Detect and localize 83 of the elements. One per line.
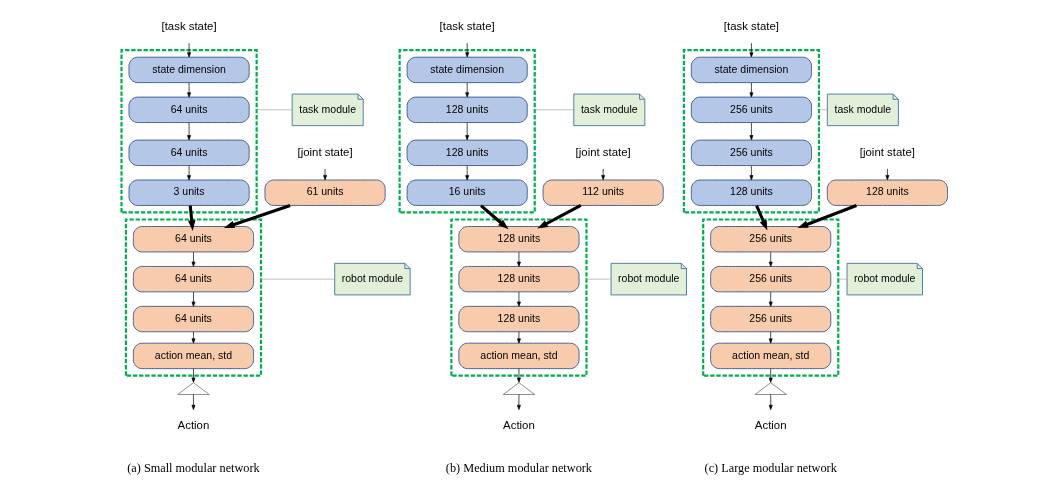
- connector: [585, 278, 611, 280]
- node-text: Action: [502, 418, 535, 431]
- arrow: [464, 42, 469, 58]
- arrow: [749, 122, 753, 141]
- node-text: [task state]: [439, 20, 495, 33]
- node-box: 128 units: [406, 96, 528, 123]
- arrow: [516, 251, 521, 267]
- node-box: 61 units: [264, 179, 386, 206]
- arrow: [768, 291, 773, 307]
- arrow: [464, 122, 469, 141]
- node-text: [task state]: [161, 20, 217, 33]
- arrow: [464, 82, 469, 98]
- arrow: [768, 368, 773, 383]
- node-box: 128 units: [457, 305, 579, 333]
- arrow: [516, 331, 521, 344]
- node-box: 64 units: [132, 305, 254, 333]
- node-text: Action: [177, 418, 209, 431]
- label: (a) Small modular network: [126, 460, 260, 475]
- arrow: [749, 82, 753, 98]
- connector: [837, 278, 847, 280]
- node-box: 128 units: [457, 266, 579, 293]
- node-box: 64 units: [132, 226, 254, 253]
- arrow: [749, 165, 753, 181]
- node-box: action mean, std: [457, 342, 579, 370]
- node-box: action mean, std: [709, 342, 831, 370]
- node-box: 3 units: [128, 179, 250, 206]
- arrow: [768, 251, 773, 267]
- node-box: 64 units: [128, 96, 250, 123]
- node-box: 128 units: [406, 139, 528, 166]
- node-curve: [754, 382, 787, 395]
- node-text: [task state]: [723, 20, 779, 33]
- arrow: [516, 368, 521, 383]
- connector: [255, 109, 292, 111]
- node-text: Action: [754, 418, 787, 431]
- node-box: 256 units: [709, 305, 831, 333]
- label: (b) Medium modular network: [445, 460, 592, 475]
- node-box: 112 units: [542, 179, 664, 206]
- node-text: [joint state]: [575, 145, 631, 158]
- arrow: [191, 331, 195, 344]
- arrow: [516, 394, 521, 410]
- arrow: [885, 168, 889, 181]
- node-box: state dimension: [128, 56, 250, 84]
- arrow: [749, 42, 753, 58]
- arrow: [186, 122, 191, 141]
- node-curve: [176, 382, 210, 395]
- arrow: [223, 204, 291, 229]
- node-box: 16 units: [406, 179, 528, 206]
- arrow: [186, 165, 191, 181]
- node-box: 128 units: [457, 226, 579, 253]
- node-box: 64 units: [132, 266, 254, 293]
- connector: [533, 109, 574, 111]
- node-box: state dimension: [690, 56, 812, 84]
- arrow: [600, 168, 605, 181]
- node-box: action mean, std: [132, 342, 254, 370]
- arrow: [186, 42, 191, 58]
- label: (c) Large modular network: [704, 460, 837, 475]
- node-box: 256 units: [690, 96, 812, 123]
- node-box: state dimension: [406, 56, 528, 84]
- arrow: [754, 205, 767, 231]
- arrow: [191, 291, 195, 307]
- arrow: [464, 165, 469, 181]
- arrow: [516, 291, 521, 307]
- node-text: [joint state]: [859, 145, 915, 158]
- node-box: 256 units: [709, 266, 831, 293]
- arrow: [768, 394, 773, 410]
- node-curve: [502, 382, 535, 395]
- arrow: [191, 251, 195, 267]
- arrow: [186, 82, 191, 98]
- arrow: [191, 394, 195, 410]
- node-box: 128 units: [690, 179, 812, 206]
- node-text: [joint state]: [297, 145, 353, 158]
- arrow: [187, 205, 195, 231]
- connector: [818, 109, 827, 111]
- connector: [260, 278, 335, 280]
- node-box: 128 units: [826, 179, 948, 206]
- arrow: [191, 368, 195, 383]
- node-box: 64 units: [128, 139, 250, 166]
- arrow: [768, 331, 773, 344]
- arrow: [536, 204, 582, 229]
- node-box: 256 units: [690, 139, 812, 166]
- arrow: [479, 204, 509, 230]
- arrow: [322, 168, 327, 181]
- node-box: 256 units: [709, 226, 831, 253]
